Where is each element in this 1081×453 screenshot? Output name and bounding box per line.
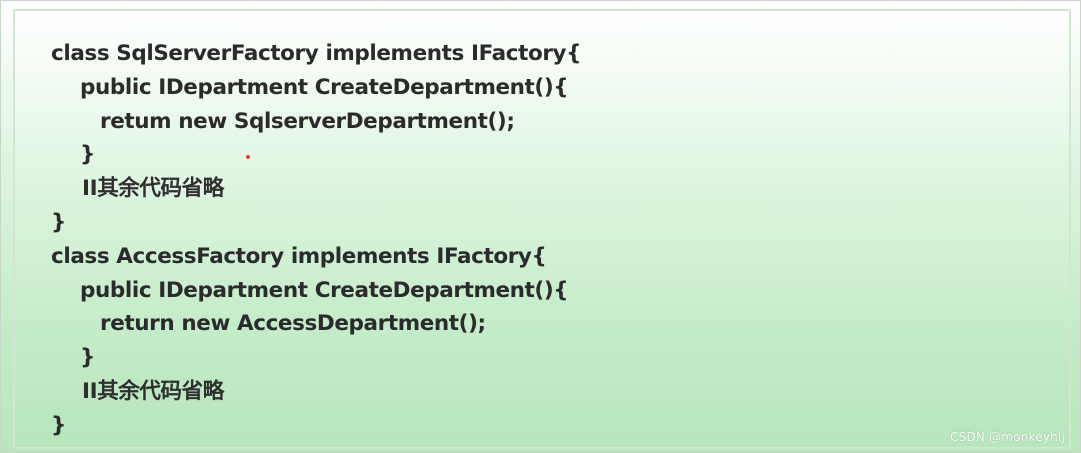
method-declaration-line: public IDepartment CreateDepartment(){ [80, 277, 569, 303]
comment-line: II其余代码省略 [82, 176, 224, 202]
comment-line: II其余代码省略 [82, 378, 224, 404]
annotation-dot [246, 155, 250, 159]
class-declaration-line: class AccessFactory implements IFactory{ [51, 243, 547, 269]
class-closing-brace: } [51, 209, 66, 235]
method-closing-brace: } [80, 142, 95, 168]
class-closing-brace: } [51, 412, 66, 438]
code-slide: class SqlServerFactory implements IFacto… [13, 9, 1071, 449]
code-block: class SqlServerFactory implements IFacto… [51, 37, 581, 443]
return-statement-line: retum new SqlserverDepartment(); [100, 108, 515, 134]
method-closing-brace: } [80, 345, 95, 371]
watermark-text: CSDN @monkeyhlj [950, 430, 1065, 444]
return-statement-line: return new AccessDepartment(); [100, 311, 486, 337]
method-declaration-line: public IDepartment CreateDepartment(){ [80, 74, 569, 100]
class-declaration-line: class SqlServerFactory implements IFacto… [51, 41, 582, 66]
